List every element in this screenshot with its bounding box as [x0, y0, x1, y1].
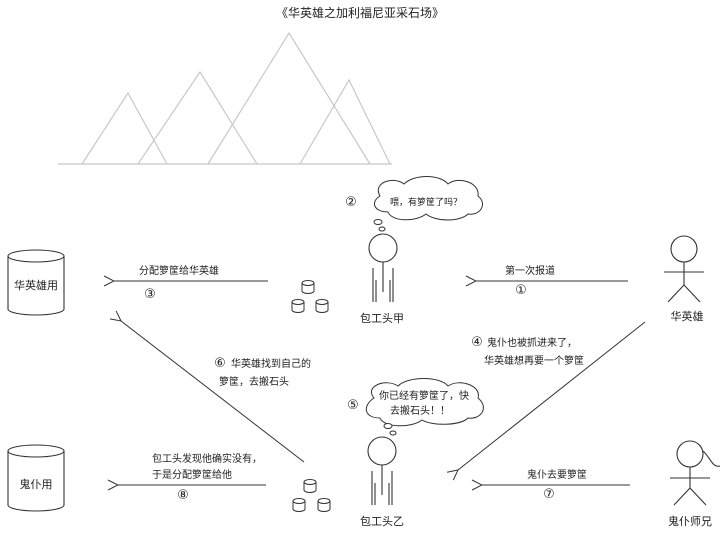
basket-icon: [317, 498, 331, 512]
bubble-2-text: 喂，有箩筐了吗？: [390, 196, 462, 208]
bubble-5-line1: 你已经有箩筐了，快: [379, 389, 469, 402]
baskets-group-b: [292, 479, 331, 512]
baskets-group-a: [291, 280, 329, 313]
cylinder-hero-use: 华英雄用: [7, 249, 65, 316]
step-7-label: 鬼仆去要箩筐: [527, 468, 587, 481]
step-6-line2: 箩筐，去搬石头: [219, 375, 289, 388]
step-2-number: ②: [345, 195, 357, 210]
hero-label: 华英雄: [671, 309, 704, 323]
step-3-number: ③: [144, 287, 156, 302]
basket-icon: [301, 280, 315, 294]
basket-icon: [292, 498, 306, 512]
arrow-step-4: [458, 321, 646, 470]
kid-figure: [670, 440, 720, 506]
cylinder-kid-use: 鬼仆用: [7, 444, 65, 512]
bubble-5-line2: 去搬石头！！: [390, 404, 450, 417]
arrow-step-6: [121, 321, 305, 463]
cylinder-hero-label: 华英雄用: [14, 278, 58, 292]
mountains-illustration: [58, 31, 392, 165]
arrows: [114, 281, 646, 485]
hero-figure: [664, 235, 704, 303]
basket-icon: [291, 299, 305, 313]
foreman-a-label: 包工头甲: [360, 312, 404, 325]
foreman-a-figure: [368, 233, 398, 302]
cylinder-kid-label: 鬼仆用: [20, 477, 53, 491]
step-8-line1: 包工头发现他确实没有，: [152, 452, 262, 465]
foreman-b-label: 包工头乙: [360, 515, 404, 528]
step-6-number: ⑥: [214, 356, 226, 371]
kid-label: 鬼仆师兄: [668, 514, 712, 528]
thought-bubble-2: 喂，有箩筐了吗？: [373, 176, 483, 232]
step-5-number: ⑤: [347, 398, 359, 413]
step-8-line2: 于是分配箩筐给他: [152, 468, 232, 481]
foreman-b-figure: [367, 436, 397, 505]
basket-icon: [303, 479, 317, 493]
step-4-line1: 鬼仆也被抓进来了，: [487, 336, 577, 349]
thought-bubble-5: 你已经有箩筐了，快 去搬石头！！: [365, 378, 484, 436]
step-4-line2: 华英雄想再要一个箩筐: [484, 354, 584, 367]
step-1-label: 第一次报道: [505, 264, 555, 277]
step-3-label: 分配箩筐给华英雄: [139, 264, 219, 277]
step-1-number: ①: [515, 283, 527, 298]
step-8-number: ⑧: [177, 488, 189, 503]
step-6-line1: 华英雄找到自己的: [231, 357, 311, 370]
step-4-number: ④: [471, 335, 483, 350]
step-7-number: ⑦: [543, 487, 555, 502]
basket-icon: [315, 299, 329, 313]
diagram-title: 《华英雄之加利福尼亚采石场》: [276, 5, 444, 20]
